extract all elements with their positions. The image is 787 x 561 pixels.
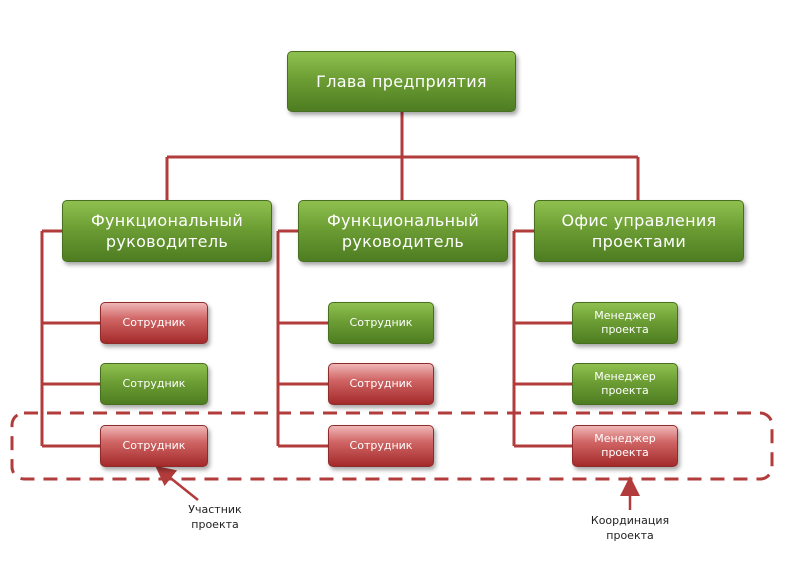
department-node-project-office: Офис управления проектами [534, 200, 744, 262]
member-employee: Сотрудник [100, 363, 208, 405]
member-employee: Сотрудник [328, 425, 434, 467]
member-employee: Сотрудник [328, 363, 434, 405]
participant-arrow [155, 465, 199, 501]
member-project-manager: Менеджер проекта [572, 302, 678, 344]
member-employee: Сотрудник [100, 302, 208, 344]
member-employee: Сотрудник [100, 425, 208, 467]
member-employee: Сотрудник [328, 302, 434, 344]
department-node-functional-manager-1: Функциональный руководитель [62, 200, 272, 262]
department-node-functional-manager-2: Функциональный руководитель [298, 200, 508, 262]
member-project-manager: Менеджер проекта [572, 425, 678, 467]
top-node-head-of-enterprise: Глава предприятия [287, 51, 516, 112]
callout-project-participant: Участник проекта [188, 503, 242, 531]
callout-project-coordination: Координация проекта [590, 514, 670, 542]
member-project-manager: Менеджер проекта [572, 363, 678, 405]
project-dashed-outline [10, 411, 774, 481]
